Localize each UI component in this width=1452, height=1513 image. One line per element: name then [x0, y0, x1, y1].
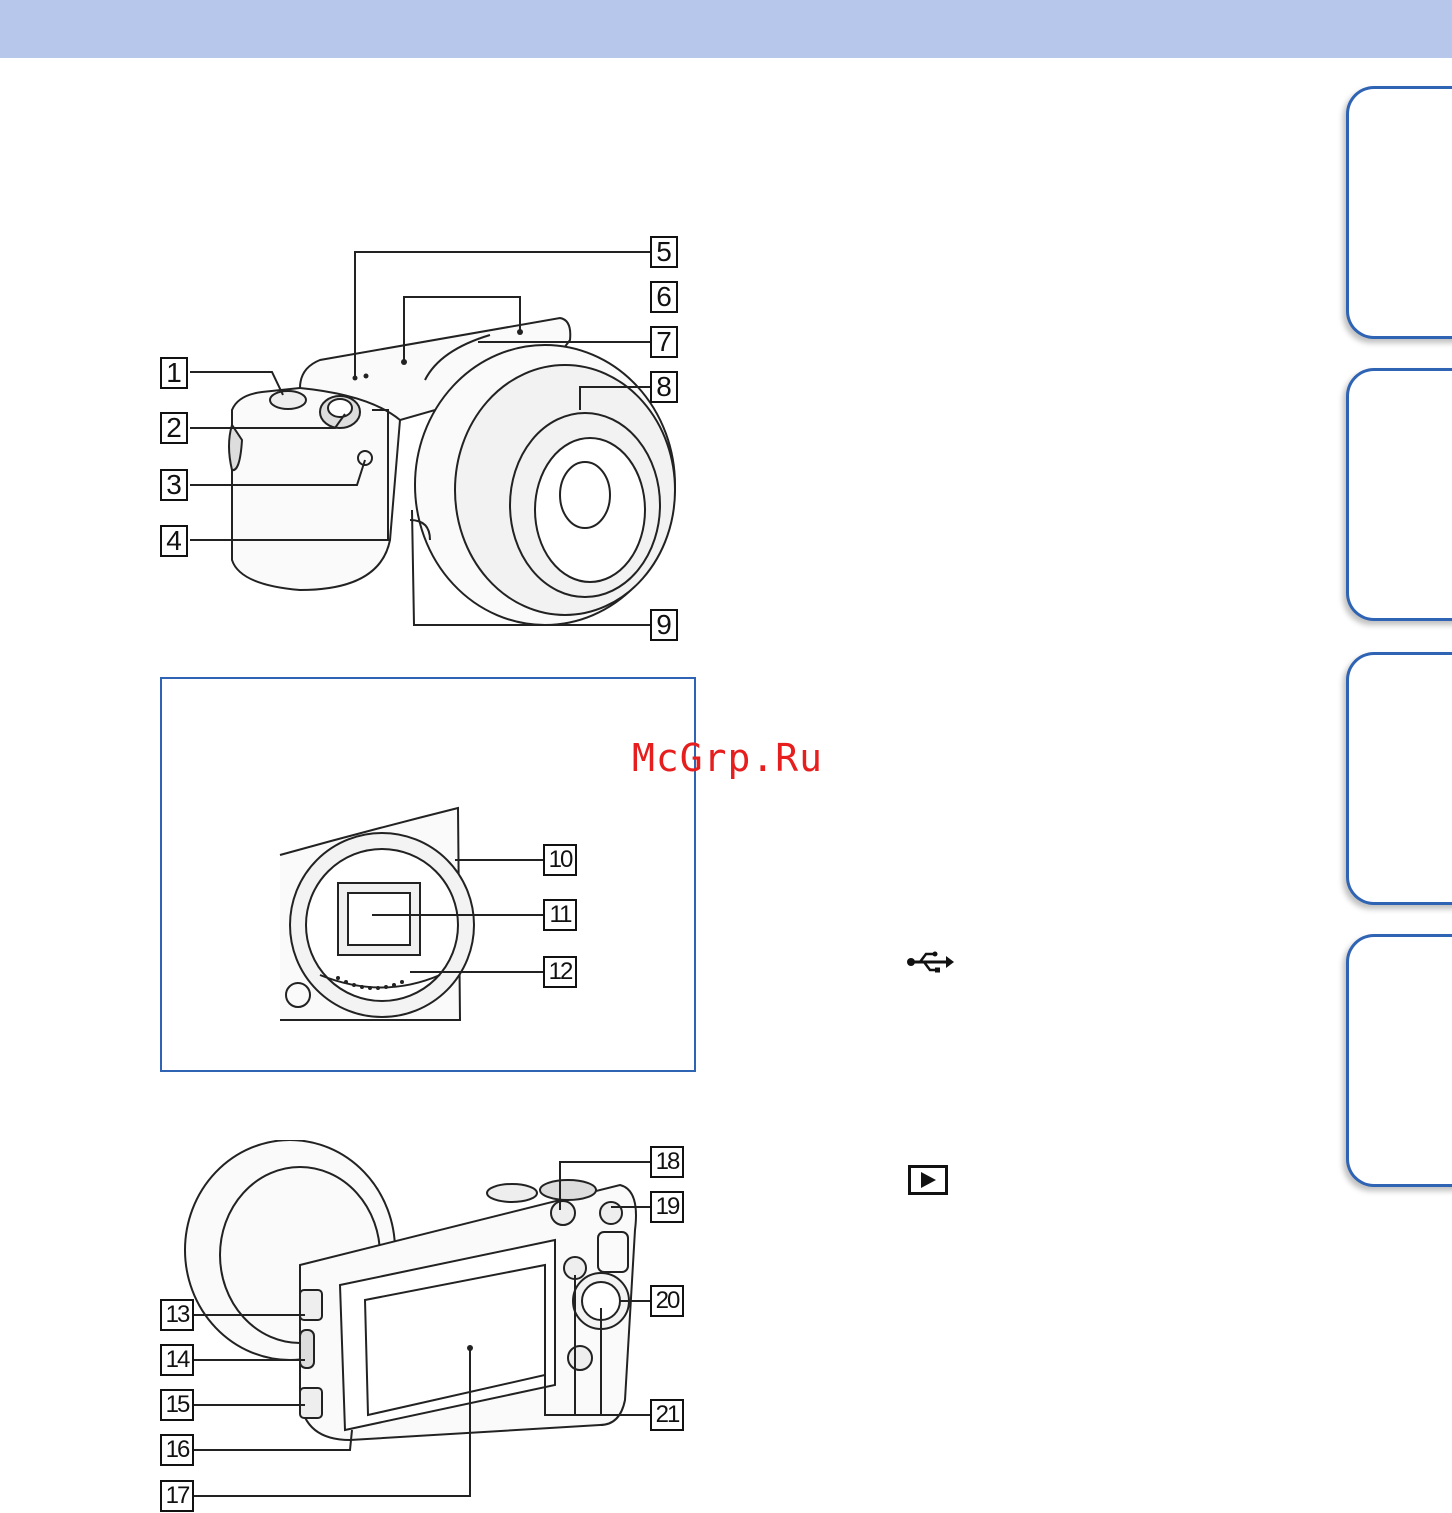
side-tab-4[interactable]: [1346, 934, 1452, 1187]
callout-2: 2: [160, 412, 188, 444]
play-icon: [908, 1165, 948, 1195]
callout-12: 12: [543, 956, 577, 988]
callout-19: 19: [650, 1191, 684, 1223]
callout-13: 13: [160, 1299, 194, 1331]
callout-15: 15: [160, 1389, 194, 1421]
callout-21: 21: [650, 1399, 684, 1431]
lens-mount-illustration: [270, 800, 700, 1030]
camera-front-illustration: [150, 230, 710, 660]
callout-5: 5: [650, 236, 678, 268]
side-tab-3[interactable]: [1346, 652, 1452, 905]
usb-icon: [904, 948, 954, 976]
header-band: [0, 0, 1452, 58]
callout-17: 17: [160, 1480, 194, 1512]
callout-3: 3: [160, 469, 188, 501]
camera-rear-illustration: [150, 1140, 710, 1513]
callout-6: 6: [650, 281, 678, 313]
callout-8: 8: [650, 371, 678, 403]
callout-7: 7: [650, 326, 678, 358]
callout-10: 10: [543, 844, 577, 876]
callout-14: 14: [160, 1344, 194, 1376]
callout-18: 18: [650, 1146, 684, 1178]
callout-4: 4: [160, 525, 188, 557]
watermark: McGrp.Ru: [632, 736, 823, 780]
callout-9: 9: [650, 609, 678, 641]
callout-1: 1: [160, 357, 188, 389]
callout-11: 11: [543, 899, 577, 931]
callout-16: 16: [160, 1434, 194, 1466]
side-tab-1[interactable]: [1346, 86, 1452, 339]
side-tab-2[interactable]: [1346, 368, 1452, 621]
callout-20: 20: [650, 1285, 684, 1317]
